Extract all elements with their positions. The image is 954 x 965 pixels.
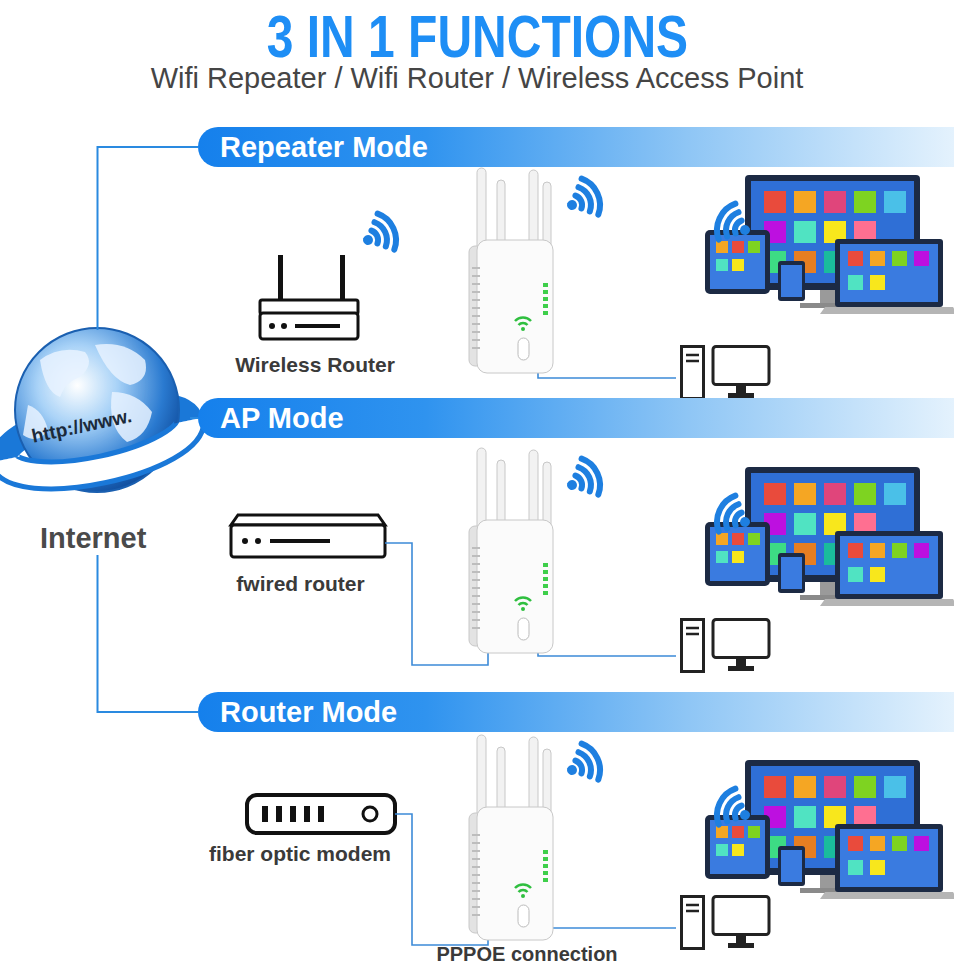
- wireless-router: Wireless Router: [215, 250, 415, 380]
- modem-port: [318, 806, 324, 822]
- repeater-device: [469, 735, 553, 940]
- router-light: [255, 538, 261, 544]
- wifi-signal: [559, 455, 606, 505]
- device-label: fwired router: [208, 572, 393, 596]
- connection-label: PPPOE connection: [407, 941, 647, 965]
- subtitle: Wifi Repeater / Wifi Router / Wireless A…: [0, 60, 954, 96]
- mode-connector: [190, 417, 198, 419]
- desktop-pc: [682, 347, 770, 399]
- wifi-signal: [711, 785, 758, 835]
- router-slot: [295, 324, 340, 328]
- router-light: [242, 538, 248, 544]
- mode-band: Router Mode: [198, 692, 954, 732]
- wifi-signal: [711, 200, 758, 250]
- modem-port: [276, 806, 282, 822]
- client-devices: [705, 175, 954, 314]
- router-slot: [270, 539, 330, 543]
- mode-connector: [98, 147, 199, 330]
- ethernet-cable: [538, 368, 676, 378]
- repeater-device: [469, 168, 553, 373]
- router-front: [260, 313, 358, 339]
- modem-jack: [363, 807, 377, 821]
- client-devices: [705, 760, 954, 899]
- repeater-device: [469, 448, 553, 653]
- continent: [40, 350, 89, 397]
- cables: [385, 368, 676, 945]
- wired-router-icon: [231, 515, 385, 557]
- modem-port: [304, 806, 310, 822]
- mode-connector: [98, 555, 199, 712]
- wifi-signal: [711, 492, 758, 542]
- wired-router: fwired router: [208, 505, 393, 600]
- url-text: http://www.: [30, 395, 181, 448]
- wifi-signal: [559, 740, 606, 790]
- mode-title: AP Mode: [220, 398, 720, 438]
- device-label: fiber optic modem: [185, 842, 415, 866]
- title-wrap: 3 IN 1 FUNCTIONS: [0, 2, 954, 72]
- mode-band: Repeater Mode: [198, 127, 954, 167]
- client-devices: [705, 467, 954, 606]
- ethernet-cable: [538, 650, 676, 656]
- continent: [95, 344, 146, 385]
- mode-title: Router Mode: [220, 692, 720, 732]
- router-light: [281, 323, 287, 329]
- router-light: [269, 323, 275, 329]
- desktop-pc: [682, 897, 770, 949]
- router-front: [231, 525, 385, 557]
- router-antenna: [278, 255, 283, 303]
- mode-title: Repeater Mode: [220, 127, 720, 167]
- router-antenna: [340, 255, 345, 303]
- fiber-modem: fiber optic modem: [185, 785, 415, 870]
- wireless-router-icon: [260, 255, 358, 339]
- wifi-signal: [559, 175, 606, 225]
- title: 3 IN 1 FUNCTIONS: [266, 2, 687, 72]
- wifi-signal: [355, 210, 402, 260]
- mode-band: AP Mode: [198, 398, 954, 438]
- fiber-modem-icon: [247, 795, 395, 833]
- internet-globe: http://www. Internet: [5, 330, 190, 555]
- modem-port: [290, 806, 296, 822]
- ethernet-cable: [548, 927, 676, 929]
- modem-port: [262, 806, 268, 822]
- desktop-pc: [682, 620, 770, 672]
- internet-label: Internet: [40, 522, 190, 555]
- device-label: Wireless Router: [215, 353, 415, 377]
- modem-body: [247, 795, 395, 833]
